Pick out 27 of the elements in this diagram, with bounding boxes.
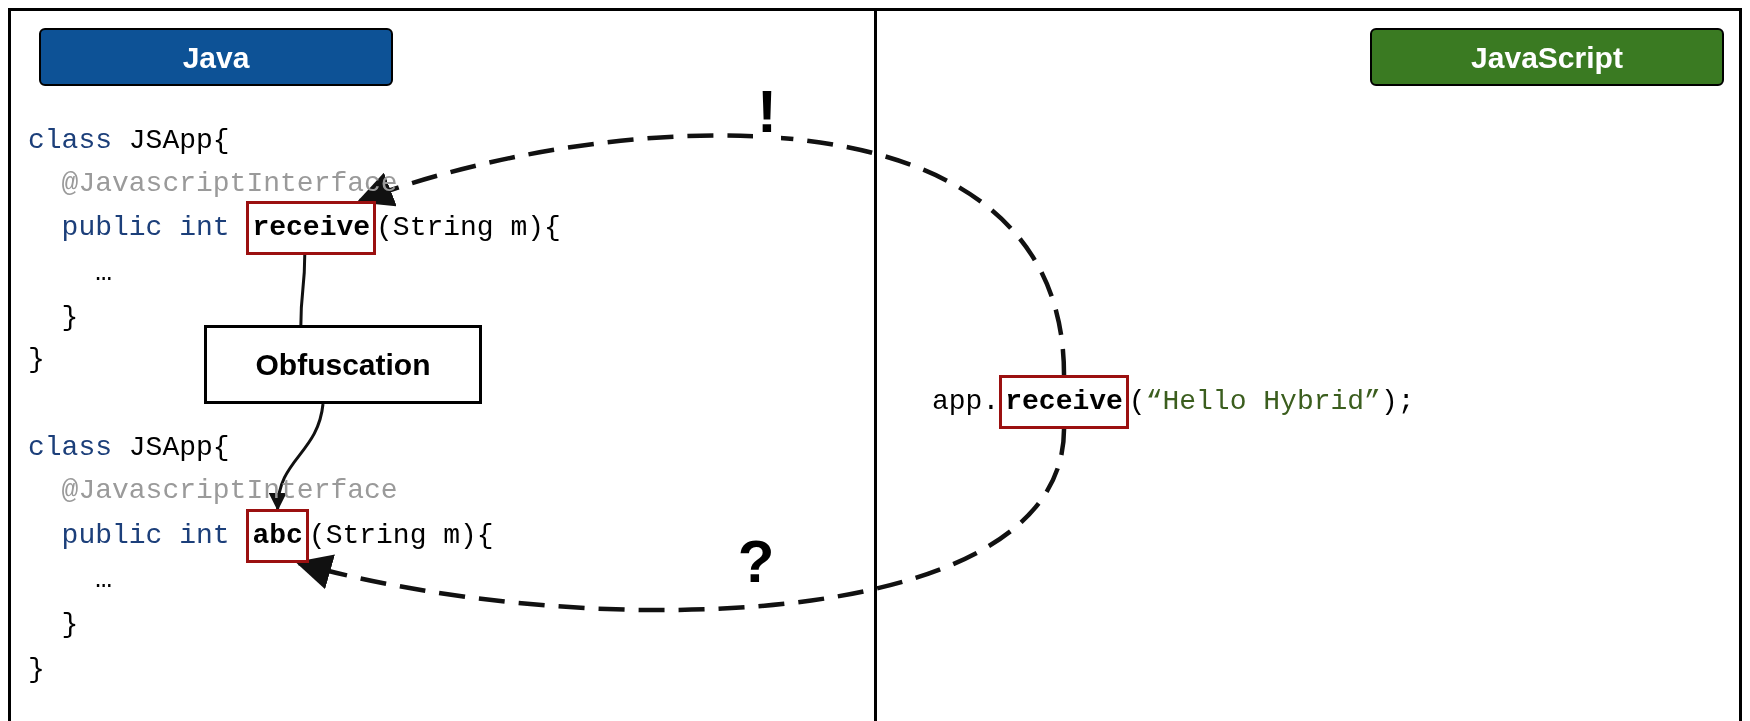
code-text: class bbox=[28, 431, 112, 465]
code-text: } bbox=[61, 608, 79, 642]
code-text: class bbox=[28, 124, 112, 158]
code-text: } bbox=[28, 653, 45, 687]
code-text: JSApp{ bbox=[128, 124, 230, 158]
dashed-arrow bbox=[356, 133, 1067, 376]
code-text: } bbox=[28, 343, 45, 377]
code-text: public int bbox=[61, 519, 230, 553]
code-text: (String m){ bbox=[308, 519, 494, 553]
code-text: “Hello Hybrid” bbox=[1145, 385, 1381, 419]
code-text: app. bbox=[932, 385, 1000, 419]
highlight-box: abc bbox=[246, 509, 309, 563]
language-header: JavaScript bbox=[1370, 28, 1724, 86]
code-text: (String m){ bbox=[376, 211, 561, 245]
code-text: ); bbox=[1380, 385, 1415, 419]
process-box: Obfuscation bbox=[204, 325, 482, 404]
code-text: JSApp{ bbox=[128, 431, 230, 465]
code-text: … bbox=[95, 256, 112, 290]
connector-arrow bbox=[269, 403, 325, 511]
code-text: ( bbox=[1128, 385, 1146, 419]
highlight-box: receive bbox=[999, 375, 1129, 429]
code-text: } bbox=[61, 301, 79, 335]
language-header: Java bbox=[39, 28, 393, 86]
code-text: public int bbox=[61, 211, 230, 245]
dashed-arrow bbox=[295, 428, 1067, 612]
code-text: … bbox=[95, 563, 112, 597]
highlight-box: receive bbox=[246, 201, 377, 255]
